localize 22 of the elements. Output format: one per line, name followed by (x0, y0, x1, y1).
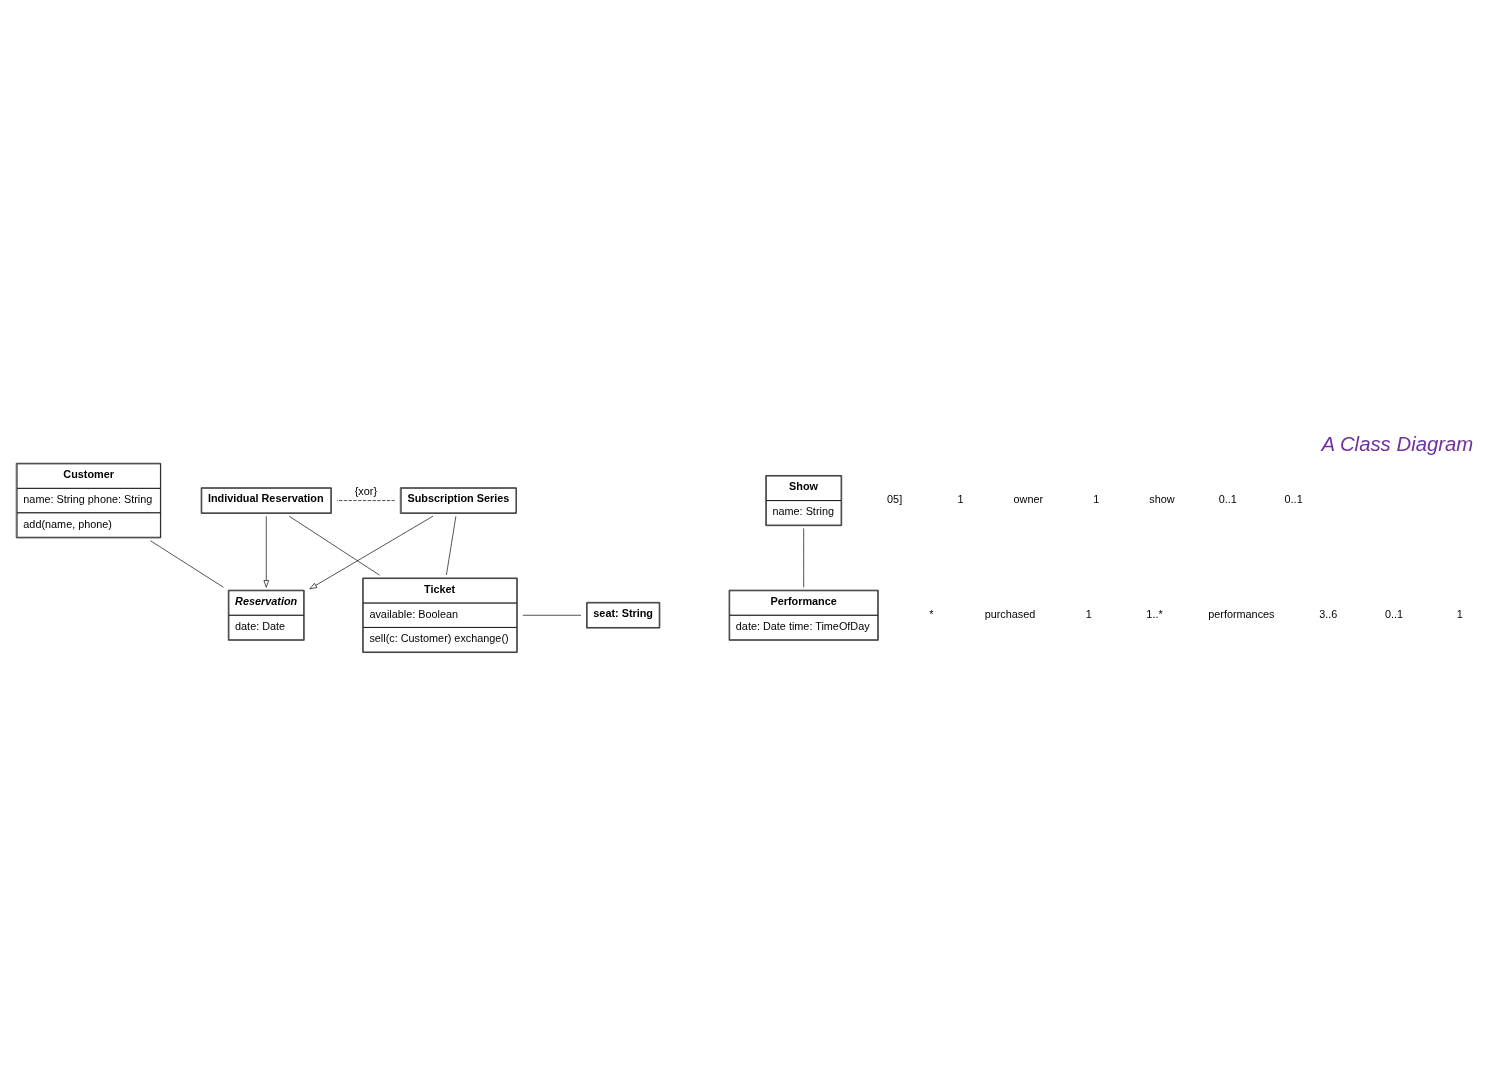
label: performances (1208, 607, 1275, 620)
label: 1 (1456, 607, 1463, 620)
label: * (929, 607, 934, 620)
connector (446, 515, 457, 576)
label: 3..6 (1319, 607, 1338, 620)
connector (288, 515, 380, 576)
edge-label: {xor} (354, 485, 378, 498)
label: owner (1013, 493, 1044, 506)
label: 1 (1093, 493, 1100, 506)
label: 1..* (1146, 607, 1163, 620)
label: 1 (957, 493, 964, 506)
label: 0..1 (1218, 493, 1237, 506)
connector (150, 540, 224, 588)
label: 05] (887, 493, 903, 506)
diagram-title: A Class Diagram (1321, 433, 1474, 456)
label: 0..1 (1284, 493, 1303, 506)
label: 1 (1085, 607, 1092, 620)
label: 0..1 (1385, 607, 1404, 620)
arrow (263, 515, 269, 588)
label: purchased (984, 607, 1036, 620)
label: show (1149, 493, 1175, 506)
arrow (309, 515, 434, 590)
